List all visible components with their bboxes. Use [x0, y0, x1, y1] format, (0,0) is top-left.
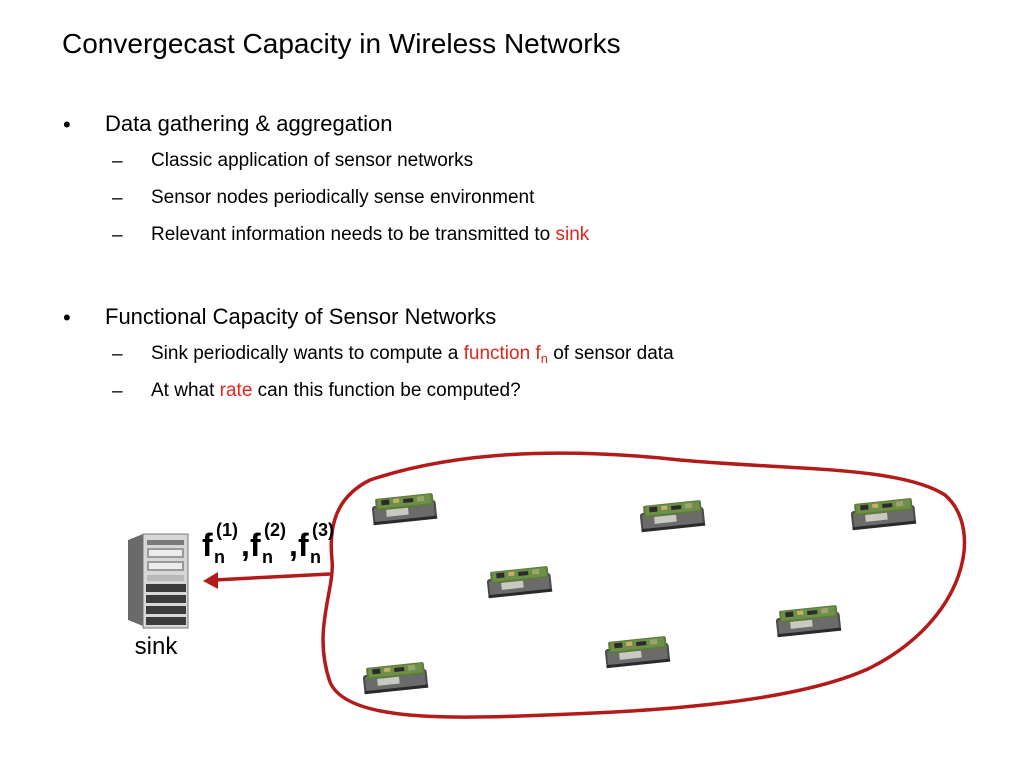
- bullet-marker: •: [63, 305, 71, 330]
- formula-subscript: n: [262, 547, 273, 567]
- formula-separator: ,: [241, 527, 250, 563]
- sub-marker: –: [112, 225, 123, 246]
- formula-f: f: [202, 527, 213, 563]
- formula-f: f: [250, 527, 261, 563]
- bullet-heading-data-gathering: Data gathering & aggregation: [105, 111, 393, 136]
- text-segment: function f: [463, 343, 541, 364]
- formula-subscript: n: [214, 547, 225, 567]
- sub-item-periodic-sensing: Sensor nodes periodically sense environm…: [151, 187, 535, 208]
- function-sequence-label: f n (1) , f n (2) , f n (3): [202, 520, 334, 567]
- sub-item-compute-function: Sink periodically wants to compute a fun…: [151, 343, 674, 366]
- slide-title: Convergecast Capacity in Wireless Networ…: [62, 28, 621, 59]
- formula-separator: ,: [289, 527, 298, 563]
- text-segment: Sink periodically wants to compute a: [151, 343, 464, 364]
- sensor-node: [361, 661, 429, 695]
- sub-item-rate-question: At what rate can this function be comput…: [151, 380, 521, 402]
- sink-label: sink: [135, 633, 179, 660]
- highlight-rate: rate: [219, 380, 253, 401]
- sensor-node: [370, 492, 438, 526]
- text-segment: can this function be computed?: [252, 380, 521, 401]
- sensor-node: [638, 499, 706, 533]
- formula-superscript: (3): [312, 520, 334, 540]
- sub-item-transmit-to-sink: Relevant information needs to be transmi…: [151, 224, 589, 246]
- sub-item-classic-application: Classic application of sensor networks: [151, 150, 474, 171]
- formula-superscript: (2): [264, 520, 286, 540]
- sensor-node: [603, 635, 671, 669]
- highlight-sink: sink: [555, 224, 590, 245]
- highlight-function: function fn: [463, 343, 548, 366]
- text-segment: At what: [151, 380, 220, 401]
- sub-marker: –: [112, 381, 123, 402]
- sensor-node: [774, 604, 842, 638]
- bullet-marker: •: [63, 112, 71, 137]
- formula-subscript: n: [310, 547, 321, 567]
- sink-server-icon: [128, 533, 189, 629]
- sensor-node: [849, 497, 917, 531]
- sub-marker: –: [112, 188, 123, 209]
- data-flow-arrow: [203, 572, 331, 589]
- text-segment: of sensor data: [547, 343, 674, 364]
- formula-superscript: (1): [216, 520, 238, 540]
- sub-marker: –: [112, 151, 123, 172]
- sub-marker: –: [112, 344, 123, 365]
- text-segment: Relevant information needs to be transmi…: [151, 224, 556, 245]
- formula-f: f: [298, 527, 309, 563]
- subscript-n: n: [540, 351, 548, 366]
- network-region-outline: [321, 451, 967, 719]
- sensor-node: [485, 565, 553, 599]
- bullet-heading-functional-capacity: Functional Capacity of Sensor Networks: [105, 304, 497, 329]
